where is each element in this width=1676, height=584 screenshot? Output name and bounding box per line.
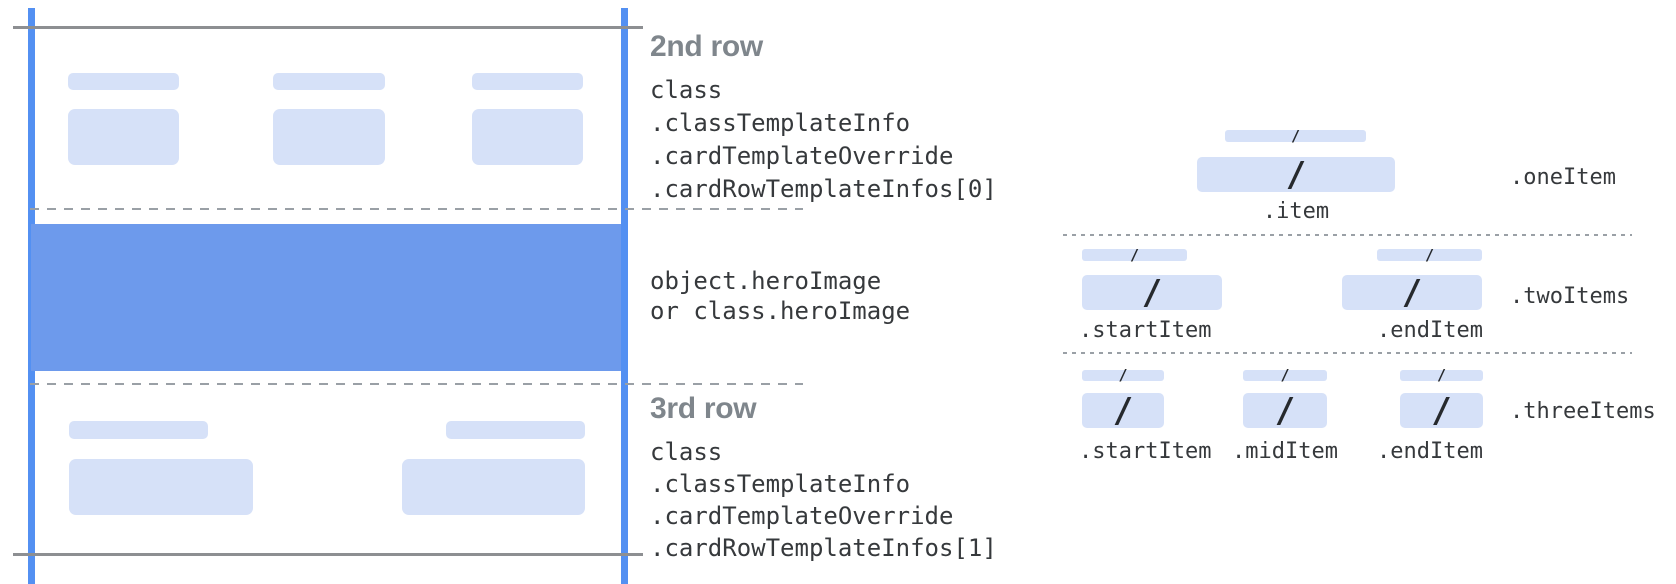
oneitem-row-label: .oneItem [1510,165,1616,190]
row3-col2-value-bar [402,459,585,515]
slash-glyph: / [1274,390,1296,431]
hero-row3-dashed-divider [30,383,803,385]
row3-col1-value-bar [69,459,253,515]
row2-col2-label-bar [273,73,385,90]
card-top-boundary-line [13,26,643,29]
slash-glyph: / [1424,245,1435,264]
slash-glyph: / [1431,390,1452,431]
twoitems-end-value-bar: / [1342,275,1482,310]
row3-heading: 3rd row [650,392,757,425]
twoitems-end-label: .endItem [1377,318,1483,343]
threeitems-row-label: .threeItems [1510,399,1656,424]
slash-glyph: / [1401,272,1423,313]
twoitems-threeitems-dashed-divider [1063,352,1632,354]
slash-glyph: / [1436,366,1447,384]
threeitems-start-value-bar: / [1082,393,1164,428]
card-bottom-boundary-line [13,553,643,556]
slash-glyph: / [1118,366,1128,384]
threeitems-end-label-bar: / [1400,366,1483,384]
slash-glyph: / [1112,390,1134,431]
row3-code-line-3: .cardTemplateOverride [650,502,954,530]
row2-col3-label-bar [472,73,583,90]
hero-code-block: object.heroImage or class.heroImage [650,266,910,326]
threeitems-start-label-bar: / [1082,366,1164,384]
row3-code-block: class .classTemplateInfo .cardTemplateOv… [650,436,997,564]
threeitems-mid-label: .midItem [1232,439,1338,464]
slash-glyph: / [1285,154,1307,195]
row2-code-line-2: .classTemplateInfo [650,109,911,137]
row2-col1-label-bar [68,73,179,90]
row3-code-line-2: .classTemplateInfo [650,470,911,498]
threeitems-end-label: .endItem [1377,439,1483,464]
row3-code-line-1: class [650,438,723,466]
threeitems-end-value-bar: / [1400,393,1483,428]
oneitem-label-bar: / [1225,126,1366,145]
twoitems-start-label: .startItem [1079,318,1212,343]
row2-col3-value-bar [472,109,583,165]
card-right-guide-line [621,8,628,584]
slash-glyph: / [1141,272,1163,313]
twoitems-end-label-bar: / [1377,245,1482,264]
row2-col2-value-bar [273,109,385,165]
row2-code-line-3: .cardTemplateOverride [650,142,954,170]
row2-heading: 2nd row [650,30,763,63]
hero-code-line-1: object.heroImage [650,267,882,295]
slash-glyph: / [1290,126,1301,145]
row2-code-block: class .classTemplateInfo .cardTemplateOv… [650,74,997,206]
twoitems-row-label: .twoItems [1510,284,1630,309]
threeitems-mid-label-bar: / [1243,366,1327,384]
oneitem-value-bar: / [1197,157,1395,192]
row3-col1-label-bar [69,421,208,439]
twoitems-start-value-bar: / [1082,275,1222,310]
hero-code-line-2: or class.heroImage [650,297,911,325]
row3-code-line-4: .cardRowTemplateInfos[1] [650,534,997,562]
row3-col2-label-bar [446,421,585,439]
row2-code-line-1: class [650,76,723,104]
oneitem-twoitems-dashed-divider [1063,234,1632,236]
hero-image-band [31,224,621,371]
threeitems-mid-value-bar: / [1243,393,1327,428]
slash-glyph: / [1129,245,1140,264]
oneitem-item-label: .item [1262,199,1330,224]
row2-hero-dashed-divider [30,208,803,210]
threeitems-start-label: .startItem [1079,439,1212,464]
twoitems-start-label-bar: / [1082,245,1187,264]
row2-code-line-4: .cardRowTemplateInfos[0] [650,175,997,203]
row2-col1-value-bar [68,109,179,165]
slash-glyph: / [1280,366,1290,384]
